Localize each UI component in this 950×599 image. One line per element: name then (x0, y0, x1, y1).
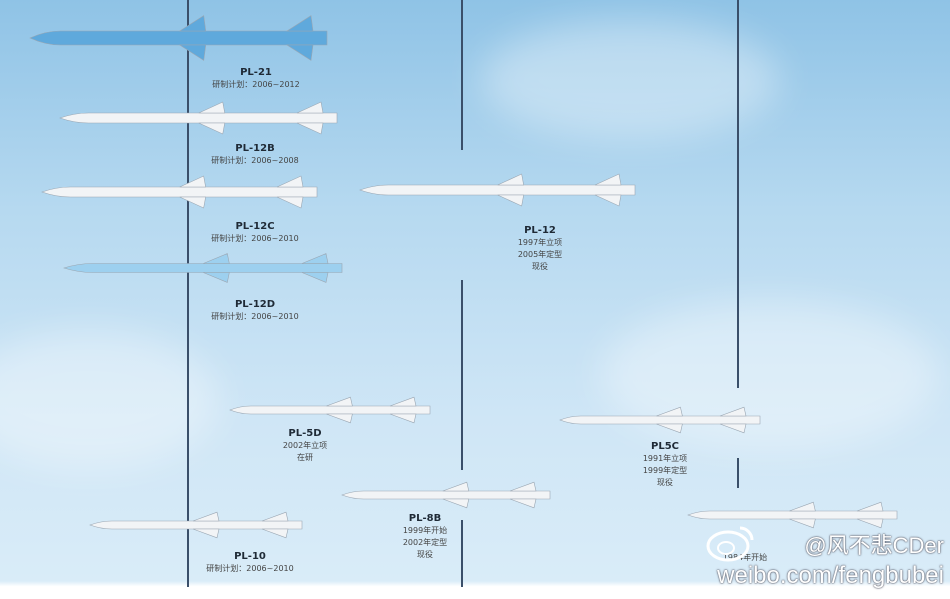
missile-label: PL-10 研制计划：2006~2010 (206, 550, 293, 575)
missile-timeline-text: 1999年开始 (402, 526, 448, 535)
missile-name: PL-8B (408, 513, 442, 524)
missile-timeline-text: 研制计划：2006~2010 (206, 564, 294, 573)
missile-timeline-text: 现役 (416, 550, 433, 559)
missile-timeline-text: 研制计划：2006~2010 (211, 312, 299, 321)
missile-pl-21 (29, 15, 328, 61)
missile-name: PL5C (650, 441, 679, 452)
missile-timeline-text: 2005年定型 (517, 250, 563, 259)
timeline-line-2c (461, 520, 463, 587)
missile-name: PL-12D (234, 299, 276, 310)
bottom-strip (0, 587, 950, 599)
missile-label: PL-12D 研制计划：2006~2010 (211, 298, 298, 323)
missile-timeline-text: 现役 (531, 262, 548, 271)
missile-name: PL-21 (240, 67, 272, 78)
missile-timeline-text: 1999年定型 (642, 466, 688, 475)
timeline-line-3b (737, 458, 739, 488)
missile-name: PL-5D (288, 428, 322, 439)
timeline-line-2 (461, 0, 463, 150)
missile-pl-8b (341, 481, 551, 509)
missile-timeline-text: 研制计划：2006~2012 (212, 80, 300, 89)
missile-timeline-text: 研制计划：2006~2008 (211, 156, 299, 165)
missile-label: PL-8B 1999年开始 2002年定型现役 (403, 512, 447, 561)
missile-pl-12b (59, 101, 338, 135)
missile-name: PL-10 (234, 551, 266, 562)
missile-label: PL5C 1991年立项 1999年定型现役 (643, 440, 687, 489)
watermark-url: weibo.com/fengbubei (717, 562, 944, 589)
missile-timeline-text: 1991年立项 (642, 454, 688, 463)
timeline-line-3 (737, 0, 739, 388)
missile-timeline-text: 在研 (296, 453, 313, 462)
watermark-handle: @风不悲CDer (804, 533, 944, 558)
missile-timeline-text: 2002年定型 (402, 538, 448, 547)
missile-pl-5d (229, 396, 431, 424)
missile-label: PL-21 研制计划：2006~2012 (212, 66, 299, 91)
missile-pl5c (559, 406, 761, 434)
missile-label: PL-5D 2002年立项在研 (283, 427, 327, 464)
missile-name: PL-12C (235, 221, 275, 232)
missile-timeline-text: 研制计划：2006~2010 (211, 234, 299, 243)
weibo-logo-icon (706, 526, 754, 562)
cloud (480, 20, 780, 140)
cloud (600, 300, 940, 450)
missile-timeline-text: 1997年立项 (517, 238, 563, 247)
missile-pl-10 (89, 511, 303, 539)
missile-label: PL-12C 研制计划：2006~2010 (211, 220, 298, 245)
cloud (0, 330, 220, 470)
timeline-line-2b (461, 280, 463, 470)
missile-label: PL-12B 研制计划：2006~2008 (211, 142, 298, 167)
missile-label: 1984年开始 (723, 552, 767, 564)
missile-timeline-text: 2002年立项 (282, 441, 328, 450)
missile-pl-12 (359, 173, 636, 207)
missile-name: PL-12 (524, 225, 556, 236)
missile-label: PL-12 1997年立项 2005年定型现役 (518, 224, 562, 273)
timeline-line-1 (187, 0, 189, 587)
missile-pl-12d (63, 253, 343, 283)
missile-name: PL-12B (235, 143, 275, 154)
missile-timeline-text: 1984年开始 (722, 553, 768, 562)
missile-timeline-text: 现役 (656, 478, 673, 487)
missile-partial (687, 501, 898, 529)
missile-pl-12c (41, 175, 318, 209)
